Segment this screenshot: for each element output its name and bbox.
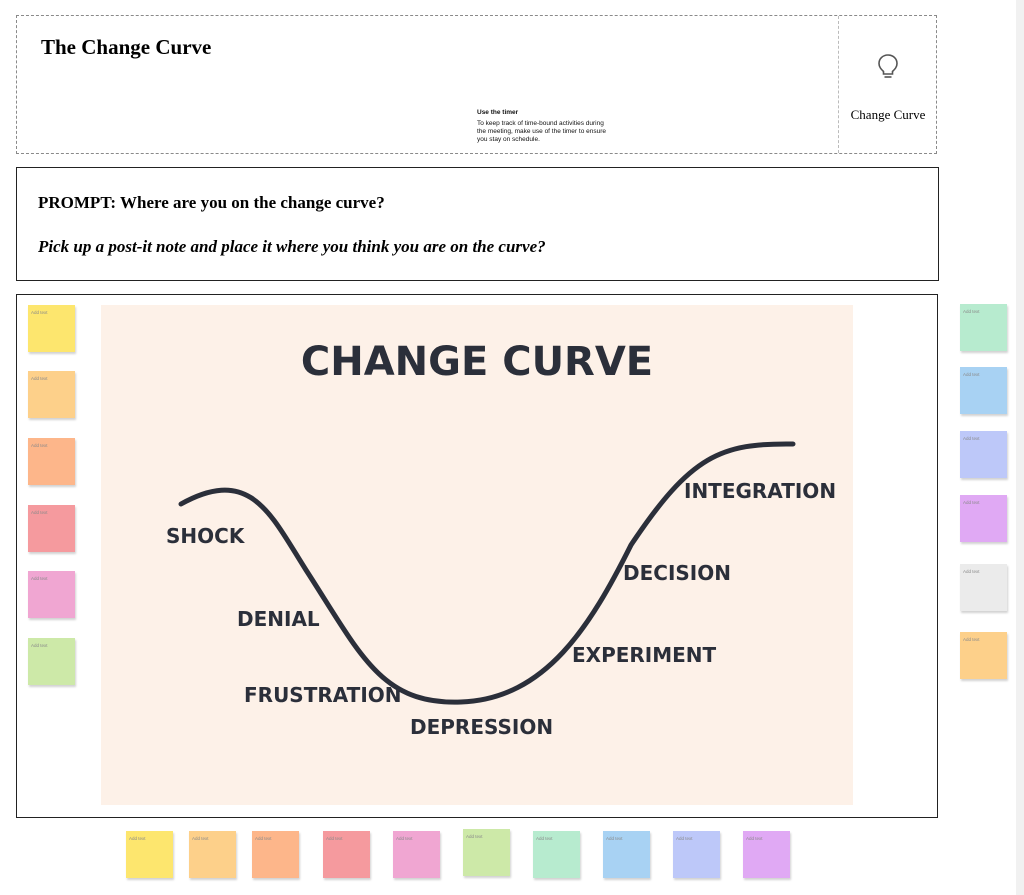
note-placeholder: Add text bbox=[255, 836, 272, 841]
sticky-note[interactable]: Add text bbox=[960, 367, 1007, 414]
timer-tip-body: To keep track of time-bound activities d… bbox=[477, 120, 606, 143]
sticky-note[interactable]: Add text bbox=[463, 829, 510, 876]
note-placeholder: Add text bbox=[963, 372, 980, 377]
sticky-note[interactable]: Add text bbox=[189, 831, 236, 878]
note-placeholder: Add text bbox=[31, 643, 48, 648]
note-placeholder: Add text bbox=[31, 576, 48, 581]
lightbulb-icon bbox=[878, 54, 898, 78]
note-placeholder: Add text bbox=[963, 569, 980, 574]
header-divider bbox=[838, 16, 839, 153]
header-frame: The Change Curve Use the timer To keep t… bbox=[16, 15, 937, 154]
sticky-note[interactable]: Add text bbox=[393, 831, 440, 878]
sticky-note[interactable]: Add text bbox=[960, 304, 1007, 351]
note-placeholder: Add text bbox=[963, 436, 980, 441]
sticky-note[interactable]: Add text bbox=[960, 564, 1007, 611]
note-placeholder: Add text bbox=[129, 836, 146, 841]
note-placeholder: Add text bbox=[31, 443, 48, 448]
stage-experiment: EXPERIMENT bbox=[572, 643, 717, 667]
note-placeholder: Add text bbox=[963, 309, 980, 314]
sticky-note[interactable]: Add text bbox=[673, 831, 720, 878]
timer-tip: Use the timer To keep track of time-boun… bbox=[477, 109, 607, 144]
note-placeholder: Add text bbox=[31, 376, 48, 381]
sticky-note[interactable]: Add text bbox=[603, 831, 650, 878]
sticky-note[interactable]: Add text bbox=[28, 638, 75, 685]
stage-shock: SHOCK bbox=[166, 524, 246, 548]
note-placeholder: Add text bbox=[676, 836, 693, 841]
sticky-note[interactable]: Add text bbox=[323, 831, 370, 878]
prompt-question: PROMPT: Where are you on the change curv… bbox=[38, 193, 385, 212]
stage-integration: INTEGRATION bbox=[684, 479, 836, 503]
stage-depression: DEPRESSION bbox=[410, 715, 553, 739]
board-title: The Change Curve bbox=[41, 35, 212, 59]
note-placeholder: Add text bbox=[326, 836, 343, 841]
poster-title: CHANGE CURVE bbox=[301, 339, 653, 385]
sticky-note[interactable]: Add text bbox=[960, 495, 1007, 542]
prompt-instruction: Pick up a post-it note and place it wher… bbox=[38, 237, 546, 256]
note-placeholder: Add text bbox=[963, 637, 980, 642]
sticky-note[interactable]: Add text bbox=[126, 831, 173, 878]
sticky-note[interactable]: Add text bbox=[252, 831, 299, 878]
note-placeholder: Add text bbox=[31, 310, 48, 315]
side-label: Change Curve bbox=[850, 107, 926, 122]
stage-decision: DECISION bbox=[623, 561, 731, 585]
sticky-note[interactable]: Add text bbox=[960, 431, 1007, 478]
note-placeholder: Add text bbox=[396, 836, 413, 841]
sticky-note[interactable]: Add text bbox=[28, 438, 75, 485]
note-placeholder: Add text bbox=[536, 836, 553, 841]
note-placeholder: Add text bbox=[963, 500, 980, 505]
timer-tip-title: Use the timer bbox=[477, 109, 519, 116]
sticky-note[interactable]: Add text bbox=[960, 632, 1007, 679]
note-placeholder: Add text bbox=[606, 836, 623, 841]
sticky-note[interactable]: Add text bbox=[28, 371, 75, 418]
stage-frustration: FRUSTRATION bbox=[244, 683, 402, 707]
sticky-note[interactable]: Add text bbox=[28, 305, 75, 352]
sticky-note[interactable]: Add text bbox=[28, 571, 75, 618]
sticky-note[interactable]: Add text bbox=[743, 831, 790, 878]
board-frame bbox=[16, 294, 938, 818]
change-curve-poster: CHANGE CURVE SHOCK DENIAL FRUSTRATION DE… bbox=[101, 305, 853, 805]
change-curve-line bbox=[178, 441, 796, 705]
note-placeholder: Add text bbox=[31, 510, 48, 515]
stage-denial: DENIAL bbox=[237, 607, 320, 631]
vertical-scrollbar[interactable] bbox=[1016, 0, 1024, 895]
note-placeholder: Add text bbox=[746, 836, 763, 841]
change-curve-graphic: CHANGE CURVE SHOCK DENIAL FRUSTRATION DE… bbox=[166, 339, 836, 739]
prompt-box: PROMPT: Where are you on the change curv… bbox=[16, 167, 939, 281]
note-placeholder: Add text bbox=[192, 836, 209, 841]
sticky-note[interactable]: Add text bbox=[28, 505, 75, 552]
sticky-note[interactable]: Add text bbox=[533, 831, 580, 878]
note-placeholder: Add text bbox=[466, 834, 483, 839]
